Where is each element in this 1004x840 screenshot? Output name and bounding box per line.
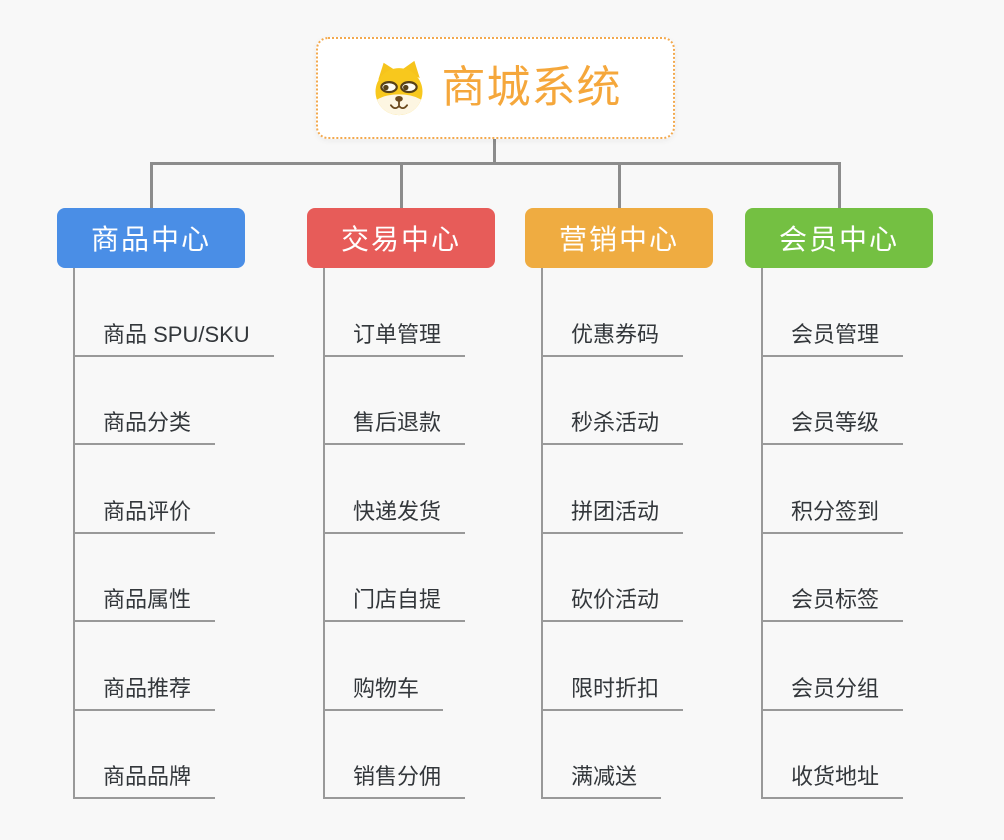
branch-label: 商品中心	[90, 224, 211, 255]
branch-column-3: 营销中心 优惠券码秒杀活动拼团活动砍价活动限时折扣满减送	[525, 208, 713, 799]
branch-items: 会员管理会员等级积分签到会员标签会员分组收货地址	[761, 268, 904, 799]
tree-item: 商品属性	[73, 534, 274, 622]
child-node[interactable]: 会员分组	[761, 677, 904, 711]
child-node[interactable]: 商品属性	[73, 589, 216, 622]
tree-item: 限时折扣	[541, 622, 684, 711]
child-node[interactable]: 收货地址	[761, 766, 904, 799]
tree-item: 满减送	[541, 711, 683, 799]
tree-item: 商品 SPU/SKU	[73, 268, 274, 357]
branch-connector-stub	[837, 162, 841, 208]
branch-trunk-line	[323, 268, 325, 799]
branch-trunk-line	[73, 268, 75, 799]
child-node[interactable]: 购物车	[323, 677, 444, 711]
child-node[interactable]: 商品品牌	[73, 766, 216, 799]
child-node[interactable]: 商品评价	[73, 500, 216, 534]
child-node[interactable]: 拼团活动	[541, 500, 684, 534]
branch-column-2: 交易中心 订单管理售后退款快递发货门店自提购物车销售分佣	[307, 208, 495, 799]
child-node[interactable]: 限时折扣	[541, 677, 684, 711]
child-node[interactable]: 秒杀活动	[541, 412, 684, 445]
tree-item: 快递发货	[323, 445, 466, 534]
child-node[interactable]: 销售分佣	[323, 766, 466, 799]
branch-column-4: 会员中心 会员管理会员等级积分签到会员标签会员分组收货地址	[745, 208, 933, 799]
child-node[interactable]: 满减送	[541, 766, 662, 799]
branch-connector-stub	[617, 162, 621, 208]
tree-item: 售后退款	[323, 357, 466, 445]
child-node[interactable]: 会员标签	[761, 589, 904, 622]
branch-items: 订单管理售后退款快递发货门店自提购物车销售分佣	[323, 268, 466, 799]
tree-item: 商品分类	[73, 357, 274, 445]
tree-item: 秒杀活动	[541, 357, 684, 445]
child-node[interactable]: 会员等级	[761, 412, 904, 445]
child-node[interactable]: 会员管理	[761, 323, 904, 357]
child-node[interactable]: 订单管理	[323, 323, 466, 357]
child-node[interactable]: 门店自提	[323, 589, 466, 622]
branch-items: 优惠券码秒杀活动拼团活动砍价活动限时折扣满减送	[541, 268, 684, 799]
root-title: 商城系统	[441, 63, 622, 112]
branch-trunk-line	[541, 268, 543, 799]
child-node[interactable]: 售后退款	[323, 412, 466, 445]
tree-item: 门店自提	[323, 534, 466, 622]
tree-item: 会员标签	[761, 534, 904, 622]
branch-node-1[interactable]: 商品中心	[57, 208, 245, 268]
branch-node-2[interactable]: 交易中心	[307, 208, 495, 268]
tree-item: 订单管理	[323, 268, 466, 357]
tree-item: 购物车	[323, 622, 465, 711]
child-node[interactable]: 商品分类	[73, 412, 216, 445]
branch-items: 商品 SPU/SKU 商品分类商品评价商品属性商品推荐商品品牌	[73, 268, 274, 799]
child-node[interactable]: 快递发货	[323, 500, 466, 534]
root-node[interactable]: 商城系统	[316, 37, 675, 139]
tree-item: 销售分佣	[323, 711, 466, 799]
tree-item: 会员分组	[761, 622, 904, 711]
branch-label: 营销中心	[558, 224, 679, 255]
branch-connector-stub	[149, 162, 153, 208]
tree-item: 会员管理	[761, 268, 904, 357]
branch-node-4[interactable]: 会员中心	[745, 208, 933, 268]
child-node[interactable]: 砍价活动	[541, 589, 684, 622]
tree-item: 商品评价	[73, 445, 274, 534]
child-node[interactable]: 积分签到	[761, 500, 904, 534]
branch-label: 交易中心	[340, 224, 461, 255]
tree-item: 拼团活动	[541, 445, 684, 534]
branch-trunk-line	[761, 268, 763, 799]
branch-node-3[interactable]: 营销中心	[525, 208, 713, 268]
child-node[interactable]: 商品 SPU/SKU	[73, 323, 274, 357]
tree-item: 砍价活动	[541, 534, 684, 622]
tree-item: 商品推荐	[73, 622, 274, 711]
child-node[interactable]: 商品推荐	[73, 677, 216, 711]
tree-item: 会员等级	[761, 357, 904, 445]
tree-item: 积分签到	[761, 445, 904, 534]
branch-label: 会员中心	[778, 224, 899, 255]
horizontal-connector-line	[150, 162, 840, 165]
tree-item: 商品品牌	[73, 711, 274, 799]
branch-connector-stub	[399, 162, 403, 208]
tree-item: 优惠券码	[541, 268, 684, 357]
child-node[interactable]: 优惠券码	[541, 323, 684, 357]
doge-icon	[375, 60, 422, 116]
tree-item: 收货地址	[761, 711, 904, 799]
branch-column-1: 商品中心 商品 SPU/SKU 商品分类商品评价商品属性商品推荐商品品牌	[57, 208, 274, 799]
root-connector-line	[493, 139, 496, 165]
